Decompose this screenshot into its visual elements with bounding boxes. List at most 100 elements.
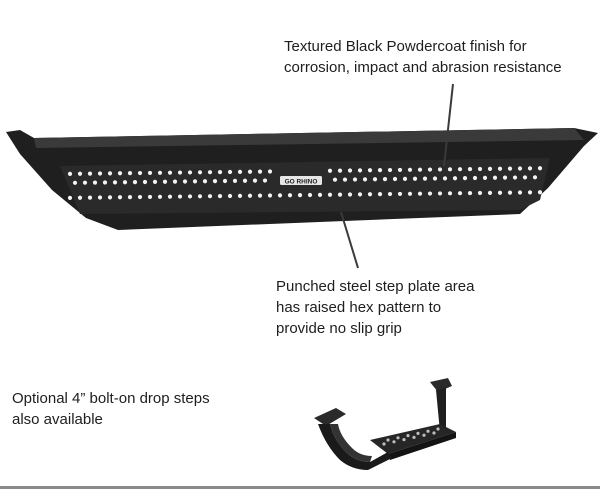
drop-step-hole	[406, 434, 410, 438]
step-plate-hole	[237, 193, 243, 198]
step-plate-hole	[87, 195, 93, 200]
drop-step-hole	[432, 431, 436, 435]
step-plate-hole	[67, 171, 73, 176]
step-plate-hole	[477, 166, 483, 172]
step-plate-hole	[367, 168, 373, 173]
step-plate-hole	[152, 179, 158, 184]
step-plate-hole	[157, 194, 163, 199]
drop-step-hole	[392, 440, 396, 444]
brand-label: GO RHINO	[285, 178, 318, 185]
drop-steps-callout-line-2: also available	[12, 411, 103, 428]
step-plate-hole	[487, 190, 493, 195]
drop-step-hole	[426, 429, 430, 433]
step-plate-hole	[337, 168, 343, 173]
step-plate-hole	[447, 191, 453, 196]
step-plate-hole	[427, 167, 433, 172]
step-plate-hole	[127, 195, 133, 200]
step-plate-hole	[227, 193, 233, 199]
step-plate-hole	[417, 191, 423, 196]
step-plate-hole	[107, 195, 113, 200]
step-plate-hole	[357, 192, 363, 197]
step-plate-hole	[377, 168, 383, 173]
step-plate-hole	[452, 176, 458, 181]
step-plate-hole	[207, 170, 213, 175]
step-plate-hole	[407, 167, 413, 172]
step-plate-hole	[352, 177, 358, 182]
step-plate-hole	[277, 193, 283, 198]
running-board-image: GO RHINO	[6, 128, 598, 230]
step-plate-hole	[67, 195, 73, 200]
step-plate-hole	[472, 175, 478, 181]
step-plate-hole	[122, 180, 128, 185]
step-plate-hole	[217, 169, 223, 175]
step-plate-hole	[402, 176, 408, 181]
step-plate-hole	[247, 169, 253, 174]
step-plate-hole	[267, 169, 273, 174]
step-plate-hole	[147, 170, 153, 176]
step-plate-hole	[242, 178, 248, 183]
step-plate-hole	[527, 166, 533, 171]
step-plate-hole	[167, 194, 173, 199]
step-plate-callout-line-3: provide no slip grip	[276, 320, 402, 337]
step-plate-hole	[457, 191, 463, 196]
step-plate-hole	[327, 168, 333, 173]
step-plate-hole	[222, 178, 228, 184]
drop-step-hole	[382, 442, 386, 446]
step-plate-hole	[187, 194, 193, 199]
step-plate-hole	[497, 190, 503, 195]
step-plate-hole	[187, 170, 193, 175]
step-plate-hole	[307, 192, 313, 198]
step-plate-hole	[117, 171, 123, 176]
step-plate-hole	[397, 191, 403, 197]
step-plate-callout-line-2: has raised hex pattern to	[276, 299, 442, 316]
step-plate-hole	[377, 192, 383, 197]
drop-step-hole	[422, 433, 426, 437]
step-plate-hole	[527, 190, 533, 195]
drop-step-hole	[416, 431, 420, 435]
drop-steps-callout: Optional 4” bolt-on drop steps also avai…	[12, 388, 210, 430]
step-plate-hole	[492, 175, 498, 180]
step-plate-hole	[267, 193, 273, 198]
step-plate-hole	[392, 176, 398, 182]
step-plate-hole	[382, 177, 388, 182]
step-plate-hole	[317, 192, 323, 197]
step-plate-hole	[177, 194, 183, 199]
step-plate-hole	[347, 168, 353, 173]
step-plate-hole	[247, 193, 253, 198]
step-plate-hole	[182, 179, 188, 184]
step-plate-hole	[412, 176, 418, 181]
step-plate-hole	[117, 195, 123, 200]
step-plate-hole	[367, 192, 373, 197]
step-plate-hole	[217, 193, 223, 199]
step-plate-hole	[477, 190, 483, 196]
step-plate-hole	[487, 166, 493, 171]
step-plate-hole	[197, 170, 203, 175]
step-plate-hole	[202, 179, 208, 184]
step-plate-hole	[257, 193, 263, 198]
step-plate-hole	[257, 169, 263, 174]
finish-callout: Textured Black Powdercoat finish for cor…	[284, 36, 562, 78]
step-plate-hole	[97, 195, 103, 200]
step-plate-hole	[357, 168, 363, 173]
step-plate-hole	[127, 171, 133, 176]
step-plate-hole	[397, 167, 403, 173]
step-plate-hole	[172, 179, 178, 184]
step-plate-hole	[522, 175, 528, 180]
step-plate-hole	[437, 167, 443, 172]
drop-step-hole	[436, 427, 440, 431]
step-plate-hole	[102, 180, 108, 185]
step-plate-hole	[387, 167, 393, 173]
step-plate-hole	[507, 190, 513, 195]
drop-step-hole	[396, 436, 400, 440]
step-plate-hole	[287, 193, 293, 198]
drop-step-bracket-image	[314, 378, 456, 470]
step-plate-hole	[92, 180, 98, 185]
step-plate-hole	[497, 166, 503, 171]
step-plate-hole	[372, 177, 378, 182]
step-plate-hole	[332, 177, 338, 182]
step-plate-hole	[87, 171, 93, 176]
step-plate-hole	[137, 170, 143, 176]
step-plate-hole	[537, 190, 543, 195]
